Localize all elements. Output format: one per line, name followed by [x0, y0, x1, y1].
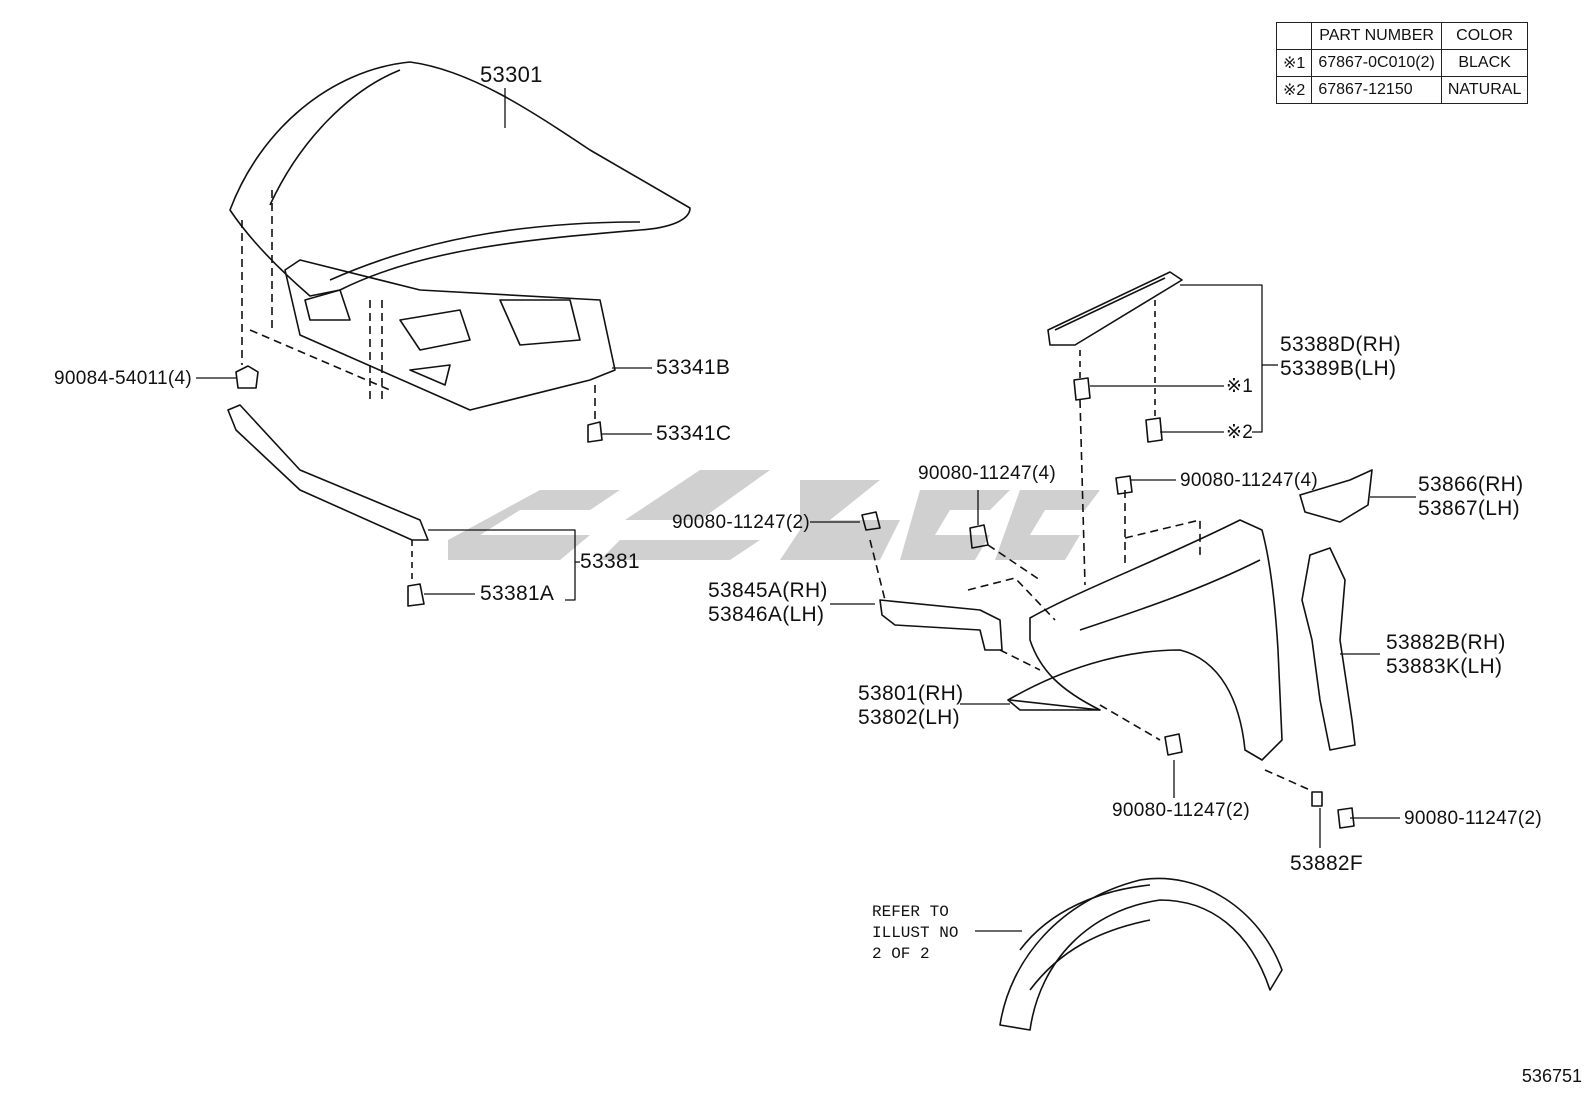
label-bolt-top-left: 90080-11247(4) [918, 463, 1057, 484]
legend-row: ※2 67867-12150 NATURAL [1275, 76, 1529, 104]
refer-illustration-note: REFER TO ILLUST NO 2 OF 2 [872, 903, 959, 963]
label-bracket-rh: 53845A(RH) [708, 579, 828, 602]
fender-liner-part [999, 877, 1283, 1031]
label-side-rh: 53882B(RH) [1386, 631, 1506, 654]
fender-side-seal-part [1301, 547, 1356, 751]
leader-lines [196, 88, 1416, 932]
label-hood-insulator: 53341B [656, 356, 731, 379]
watermark-logo [448, 470, 1100, 560]
label-mark-2: ※2 [1226, 422, 1254, 443]
illustration-id: 536751 [1521, 1066, 1582, 1086]
hood-leaders [241, 190, 596, 420]
label-fender-pad: 53882F [1290, 852, 1364, 875]
label-ext-lh: 53867(LH) [1418, 497, 1520, 520]
label-bracket-lh: 53846A(LH) [708, 603, 825, 626]
label-bolt-bottom-right: 90080-11247(2) [1404, 808, 1543, 829]
part-color-legend-table: PART NUMBER COLOR ※1 67867-0C010(2) BLAC… [1275, 22, 1529, 104]
legend-part-number: 67867-12150 [1311, 76, 1442, 104]
label-fender-lh: 53802(LH) [858, 706, 960, 729]
label-hood-insulator-clip: 53341C [656, 422, 732, 445]
label-hood-insulator-bolt: 90084-54011(4) [54, 368, 193, 389]
legend-part-number: 67867-0C010(2) [1311, 49, 1442, 77]
legend-color: BLACK [1440, 49, 1529, 77]
legend-mark-header [1275, 22, 1313, 50]
clip-parts [235, 365, 603, 607]
fender-extension-part [1299, 469, 1373, 523]
legend-mark: ※2 [1275, 76, 1313, 104]
fender-seal-part [1047, 271, 1183, 443]
label-fender-rh: 53801(RH) [858, 682, 964, 705]
legend-color-header: COLOR [1440, 22, 1529, 50]
label-seal-group: 53381 [580, 550, 640, 573]
label-seal-clip: 53381A [480, 582, 555, 605]
label-mark-1: ※1 [1226, 376, 1254, 397]
legend-row: ※1 67867-0C010(2) BLACK [1275, 49, 1529, 77]
label-bolt-top-right: 90080-11247(4) [1180, 470, 1319, 491]
label-ext-rh: 53866(RH) [1418, 473, 1524, 496]
hood-part [229, 61, 691, 297]
label-side-lh: 53883K(LH) [1386, 655, 1503, 678]
legend-mark: ※1 [1275, 49, 1313, 77]
legend-color: NATURAL [1440, 76, 1529, 104]
fender-bracket-part [879, 599, 1003, 651]
legend-header-row: PART NUMBER COLOR [1275, 22, 1529, 50]
label-bolt-bottom-mid: 90080-11247(2) [1112, 800, 1251, 821]
fender-leaders [869, 399, 1311, 791]
label-bolt-mid-left: 90080-11247(2) [672, 512, 811, 533]
label-seal-rh: 53388D(RH) [1280, 333, 1401, 356]
hood-insulator-part [284, 259, 616, 411]
legend-part-header: PART NUMBER [1311, 22, 1442, 50]
label-seal-lh: 53389B(LH) [1280, 357, 1397, 380]
label-hood: 53301 [480, 62, 543, 87]
front-fender-part [1007, 519, 1283, 761]
hood-seal-strip-part [227, 404, 429, 580]
bolt-parts [861, 475, 1355, 829]
